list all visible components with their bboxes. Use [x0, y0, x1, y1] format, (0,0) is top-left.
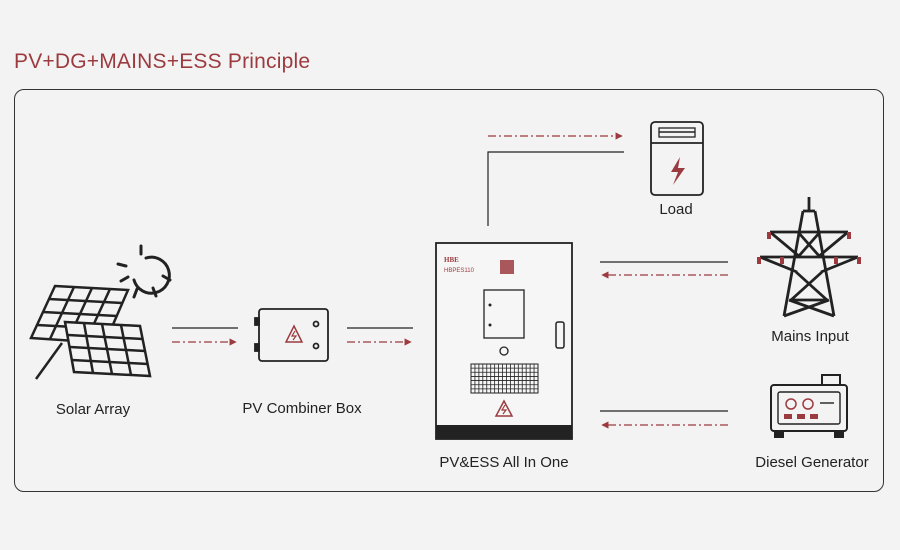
all-in-one-label: PV&ESS All In One	[439, 454, 569, 471]
sun-icon	[116, 244, 172, 299]
combiner-to-aio-connector	[347, 327, 413, 346]
diagram-title: PV+DG+MAINS+ESS Principle	[14, 50, 311, 73]
diesel-generator-icon	[770, 374, 848, 438]
solar-array-icon	[29, 284, 152, 380]
combiner-box-icon	[254, 308, 329, 362]
diagram-frame	[14, 89, 884, 492]
solar-to-combiner-connector	[172, 327, 238, 346]
pv-combiner-box-label: PV Combiner Box	[242, 400, 362, 417]
mains-input-label: Mains Input	[771, 328, 849, 345]
load-label: Load	[659, 201, 693, 218]
load-icon	[650, 121, 704, 196]
aio-to-load-connector	[487, 132, 624, 226]
transmission-tower-icon	[759, 197, 859, 318]
mains-to-aio-connector	[600, 261, 728, 279]
diesel-generator-label: Diesel Generator	[755, 454, 869, 471]
all-in-one-cabinet: HBE HBPES110	[435, 242, 573, 440]
generator-to-aio-connector	[600, 410, 728, 429]
cabinet-brand: HBE	[444, 256, 459, 264]
cabinet-model: HBPES110	[444, 268, 475, 274]
tower-insulators	[757, 232, 861, 264]
solar-array-label: Solar Array	[55, 401, 131, 418]
cabinet-vent-grille	[470, 363, 539, 394]
